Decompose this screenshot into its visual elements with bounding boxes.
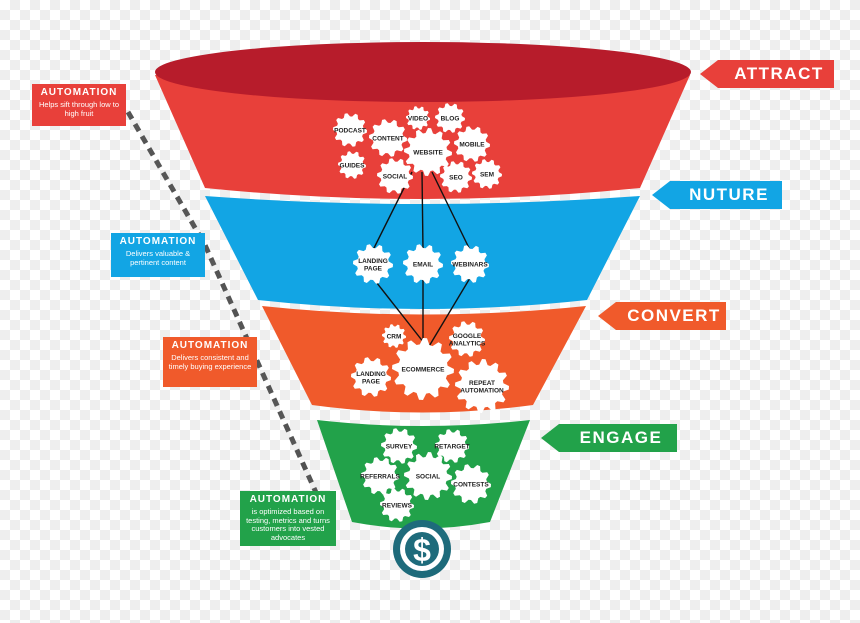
gear-label: EMAIL <box>413 262 433 269</box>
gear-attract-sem: SEM <box>472 159 502 189</box>
automation-dashed-line <box>125 110 325 508</box>
stage-label-engage: ENGAGE <box>541 424 677 452</box>
gear-label: REVIEWS <box>382 503 413 510</box>
gear-label: SOCIAL <box>383 174 408 181</box>
stage-label-convert: CONVERT <box>598 302 726 330</box>
automation-box-nurture: AUTOMATION Delivers valuable & pertinent… <box>111 233 205 277</box>
gear-icon <box>353 244 393 284</box>
gear-label: REFERRALS <box>360 474 400 481</box>
gear-icon <box>369 119 407 157</box>
gear-label: VIDEO <box>408 116 428 123</box>
gear-icon <box>472 159 502 189</box>
gear-icon <box>435 103 465 133</box>
gear-icon <box>392 338 454 400</box>
gear-attract-guides: GUIDES <box>338 151 366 179</box>
funnel-top-rim <box>155 42 691 102</box>
gear-nurture-email: EMAIL <box>403 244 443 284</box>
gear-icon <box>455 359 509 413</box>
gear-label: WEBSITE <box>413 150 443 157</box>
stage-label-nurture: NUTURE <box>652 181 782 209</box>
gear-label: WEBINARS <box>452 262 488 269</box>
gear-label: GOOGLE <box>453 333 482 340</box>
automation-desc: is optimized based on testing, metrics a… <box>246 507 330 542</box>
gear-label: RETARGET <box>434 444 469 451</box>
gear-icon <box>435 429 469 463</box>
gear-icon <box>351 357 391 397</box>
gear-icon <box>451 464 491 504</box>
gear-attract-blog: BLOG <box>435 103 465 133</box>
gear-icon <box>449 321 485 357</box>
gear-icon <box>440 161 472 193</box>
dollar-icon: $ <box>413 532 431 568</box>
gear-attract-mobile: MOBILE <box>454 126 490 162</box>
automation-title: AUTOMATION <box>40 87 118 98</box>
automation-title: AUTOMATION <box>171 340 249 351</box>
gear-icon <box>404 128 452 176</box>
automation-desc: Delivers consistent and timely buying ex… <box>168 353 252 371</box>
gear-engage-reviews: REVIEWS <box>380 488 414 522</box>
gear-label: ECOMMERCE <box>402 367 446 374</box>
gear-engage-contests: CONTESTS <box>451 464 491 504</box>
gear-label: PODCAST <box>334 128 366 135</box>
stage-label-attract: ATTRACT <box>700 60 834 88</box>
gear-label: CONTESTS <box>453 482 489 489</box>
automation-box-attract: AUTOMATION Helps sift through low to hig… <box>32 84 126 126</box>
gear-attract-podcast: PODCAST <box>333 113 367 147</box>
gear-convert-ecommerce: ECOMMERCE <box>392 338 454 400</box>
gear-layer: PODCAST VIDEO BLOG CONTENT WEBSITE MOBILE GUID… <box>333 103 509 522</box>
automation-title: AUTOMATION <box>249 494 327 505</box>
gear-icon <box>404 452 452 500</box>
gear-icon <box>454 126 490 162</box>
gear-engage-social: SOCIAL <box>404 452 452 500</box>
gear-icon <box>377 158 413 194</box>
gear-engage-survey: SURVEY <box>381 428 417 464</box>
gear-label: GUIDES <box>340 163 366 170</box>
gear-label: LANDING <box>358 258 388 265</box>
gear-attract-website: WEBSITE <box>404 128 452 176</box>
gear-label: REPEAT <box>469 380 495 387</box>
gear-icon <box>361 457 399 495</box>
gear-label: SOCIAL <box>416 474 441 481</box>
dollar-logo: $ <box>393 520 451 578</box>
gear-label: BLOG <box>441 116 460 123</box>
gear-convert-crm: CRM <box>382 324 406 348</box>
gear-label: SEO <box>449 175 463 182</box>
gear-icon <box>451 245 489 283</box>
gear-engage-referrals: REFERRALS <box>360 457 401 495</box>
gear-engage-retarget: RETARGET <box>434 429 470 463</box>
gear-label: MOBILE <box>459 142 485 149</box>
gear-label: PAGE <box>362 378 381 385</box>
gear-connectors <box>372 171 471 349</box>
gear-label: LANDING <box>356 371 386 378</box>
automation-box-convert: AUTOMATION Delivers consistent and timel… <box>163 337 257 387</box>
gear-attract-video: VIDEO <box>406 106 430 130</box>
gear-attract-seo: SEO <box>440 161 472 193</box>
gear-icon <box>333 113 367 147</box>
gear-label: SEM <box>480 172 494 179</box>
automation-desc: Delivers valuable & pertinent content <box>125 249 191 267</box>
gear-label: SURVEY <box>386 444 413 451</box>
gear-attract-content: CONTENT <box>369 119 407 157</box>
gear-icon <box>338 151 366 179</box>
gear-label: PAGE <box>364 265 383 272</box>
gear-label: CRM <box>387 334 402 341</box>
gear-icon <box>403 244 443 284</box>
automation-box-engage: AUTOMATION is optimized based on testing… <box>240 491 336 546</box>
gear-icon <box>380 488 414 522</box>
gear-nurture-webinars: WEBINARS <box>451 245 489 283</box>
automation-desc: Helps sift through low to high fruit <box>38 100 120 118</box>
gear-attract-social: SOCIAL <box>377 158 413 194</box>
automation-title: AUTOMATION <box>119 236 197 247</box>
gear-label: ANALYTICS <box>449 340 486 347</box>
gear-label: CONTENT <box>372 136 403 143</box>
gear-icon <box>382 324 406 348</box>
gear-label: AUTOMATION <box>460 387 504 394</box>
gear-icon <box>381 428 417 464</box>
gear-icon <box>406 106 430 130</box>
